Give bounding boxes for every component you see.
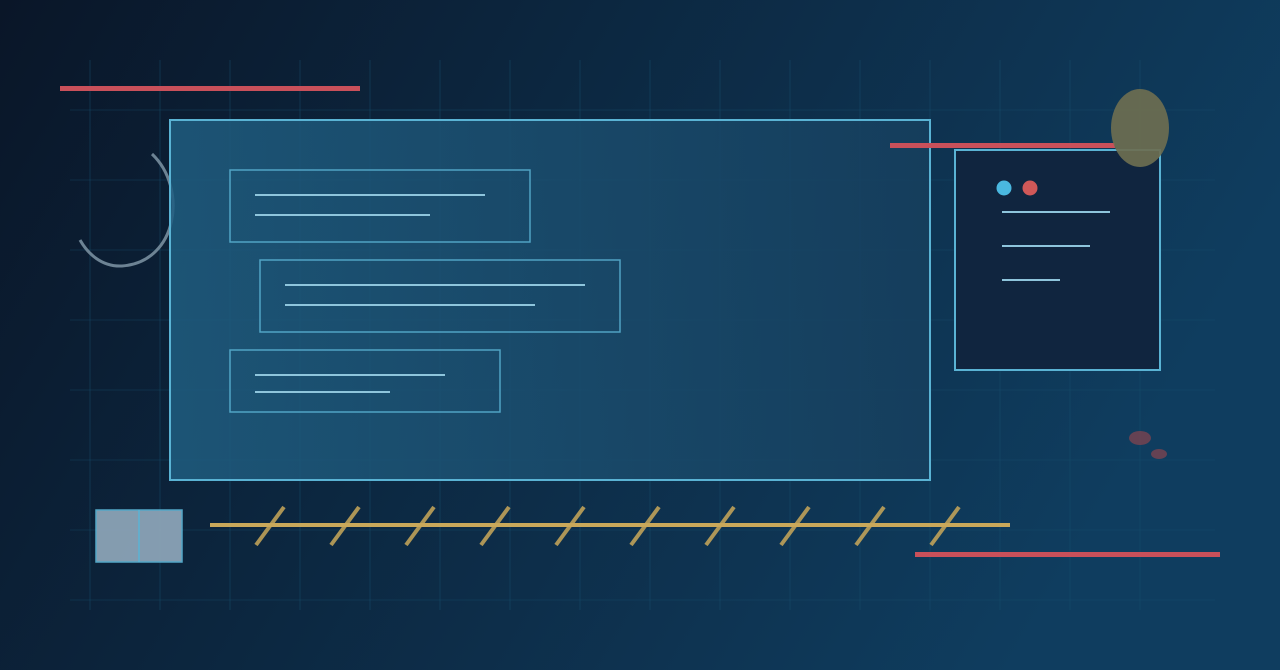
timeline-tick [854, 505, 886, 547]
timeline-tick [554, 505, 586, 547]
decorative-ellipse [1111, 89, 1169, 167]
accent-bar-bottom-right [915, 552, 1220, 557]
timeline-tick [779, 505, 811, 547]
timeline-bar [210, 523, 1010, 527]
panel-dot-red [1022, 180, 1038, 196]
card-1-line-2 [255, 214, 430, 216]
main-window-frame [169, 119, 931, 481]
timeline-tick [329, 505, 361, 547]
card-2-line-1 [285, 284, 585, 286]
timeline-ticks [254, 505, 961, 547]
timeline-tick [254, 505, 286, 547]
timeline-tick [629, 505, 661, 547]
content-card-2 [259, 259, 621, 333]
panel-dot-blue [996, 180, 1012, 196]
timeline-tick [929, 505, 961, 547]
panel-line-3 [1002, 279, 1060, 281]
timeline-tick [404, 505, 436, 547]
side-panel [954, 149, 1161, 371]
card-1-line-1 [255, 194, 485, 196]
timeline-tick [479, 505, 511, 547]
accent-bar-top-left [60, 86, 360, 91]
content-card-3 [229, 349, 501, 413]
decorative-blob-large [1129, 431, 1151, 445]
content-card-1 [229, 169, 531, 243]
decorative-blob-small [1151, 449, 1167, 459]
panel-line-2 [1002, 245, 1090, 247]
accent-bar-panel [890, 143, 1115, 148]
panel-line-1 [1002, 211, 1110, 213]
tile-block [95, 509, 183, 563]
card-3-line-1 [255, 374, 445, 376]
card-3-line-2 [255, 391, 390, 393]
timeline-tick [704, 505, 736, 547]
card-2-line-2 [285, 304, 535, 306]
